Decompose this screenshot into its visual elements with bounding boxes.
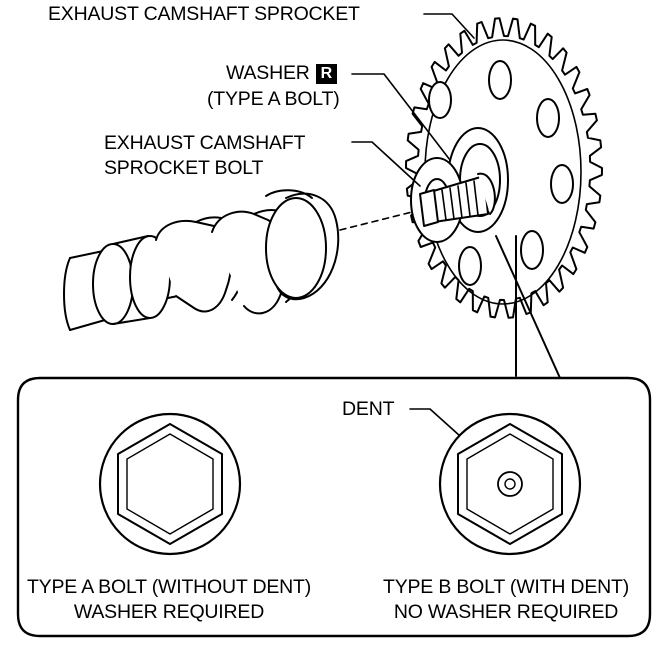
exhaust-camshaft-sprocket-label: EXHAUST CAMSHAFT SPROCKET xyxy=(48,3,360,25)
dent-label: DENT xyxy=(342,398,395,420)
replace-badge: R xyxy=(315,64,338,84)
type-a-caption-line1: TYPE A BOLT (WITHOUT DENT) xyxy=(26,576,312,598)
sprocket-bolt-label-line1: EXHAUST CAMSHAFT xyxy=(104,132,306,154)
callout xyxy=(495,235,561,379)
type-a-caption-line2: WASHER REQUIRED xyxy=(73,601,265,623)
sprocket-hole xyxy=(488,60,512,100)
sprocket-hole xyxy=(536,98,560,138)
type-a-bolt xyxy=(98,412,242,556)
sprocket-hole xyxy=(520,230,544,270)
exhaust-camshaft-sprocket-bolt xyxy=(419,172,496,227)
type-b-bolt xyxy=(438,412,582,556)
washer-text: WASHER xyxy=(226,62,310,84)
type-b-caption-line1: TYPE B BOLT (WITH DENT) xyxy=(382,576,630,598)
sprocket-hole xyxy=(428,81,452,119)
detail-box xyxy=(16,376,652,638)
type-a-bolt-note: (TYPE A BOLT) xyxy=(207,88,340,110)
sprocket-bolt-label-line2: SPROCKET BOLT xyxy=(104,157,264,179)
sprocket-hole xyxy=(458,246,482,286)
camshaft xyxy=(63,189,340,331)
sprocket-hole xyxy=(550,164,574,204)
leader-lines xyxy=(351,13,501,473)
type-b-caption-line2: NO WASHER REQUIRED xyxy=(393,601,619,623)
alignment-line xyxy=(339,209,421,231)
